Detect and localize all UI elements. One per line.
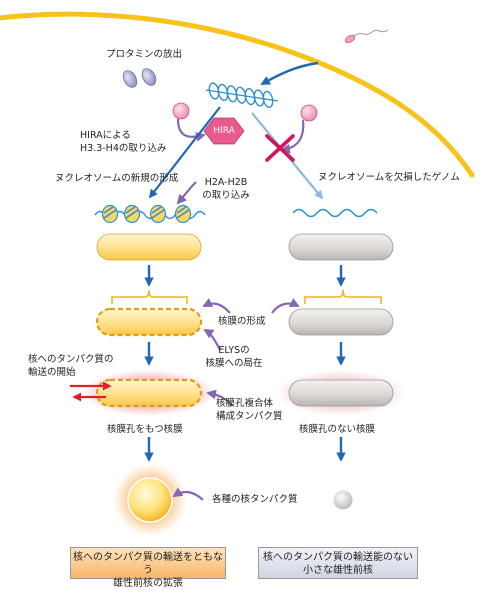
pronucleus-left-3 bbox=[95, 378, 203, 408]
hira-incorporation-arrow bbox=[176, 118, 206, 142]
elys-arrow bbox=[203, 328, 221, 351]
fertilization-arrow bbox=[260, 61, 319, 86]
pronucleus-right-3 bbox=[288, 379, 394, 407]
naked-dna-strand bbox=[292, 208, 378, 218]
chromatin-loop bbox=[262, 90, 274, 108]
chromatin-coil bbox=[205, 82, 279, 108]
label-hira-incorporation: HIRAによる H3.3-H4の取り込み bbox=[80, 130, 167, 154]
egg-membrane bbox=[0, 11, 475, 178]
histone-spheres-icon bbox=[172, 102, 318, 122]
envelope-bracket-right bbox=[304, 289, 382, 304]
pronucleus-left-1 bbox=[96, 233, 202, 261]
nucleosome-icon bbox=[94, 204, 206, 224]
outcome-expanded-box: 核へのタンパク質の輸送をともなう 雄性前核の拡張 bbox=[70, 547, 226, 589]
label-envelope-formation: 核膜の形成 bbox=[218, 316, 266, 327]
label-nucleosome-deficient: ヌクレオソームを欠損したゲノム bbox=[318, 172, 460, 183]
protamine-icon bbox=[122, 68, 157, 88]
envelope-bracket-left bbox=[111, 289, 188, 304]
blocked-arrow bbox=[280, 119, 305, 154]
label-without-pores: 核膜孔のない核膜 bbox=[299, 424, 376, 435]
label-elys: ELYSの 核膜への局在 bbox=[205, 345, 263, 369]
label-h2a-h2b: H2A-H2B の取り込み bbox=[202, 177, 250, 201]
npc-protein-arrow bbox=[206, 389, 233, 407]
pronucleus-right-2 bbox=[288, 308, 394, 336]
import-arrows bbox=[70, 381, 112, 402]
label-with-pores: 核膜孔をもつ核膜 bbox=[107, 424, 183, 435]
envelope-formation-arrow-left bbox=[202, 298, 231, 314]
label-nuclear-proteins: 各種の核タンパク質 bbox=[212, 494, 298, 505]
expanded-pronucleus bbox=[127, 477, 173, 523]
cross-mark-icon bbox=[265, 134, 295, 162]
small-pronucleus bbox=[332, 489, 354, 511]
left-path-arrow bbox=[148, 106, 221, 199]
pronucleus-right-1 bbox=[288, 233, 394, 261]
label-protamine-release: プロタミンの放出 bbox=[106, 49, 183, 60]
h2a-h2b-arrow bbox=[176, 181, 197, 205]
nuclear-protein-arrow bbox=[172, 487, 204, 501]
label-transport-start: 核へのタンパク質の 輸送の開始 bbox=[28, 354, 114, 378]
hira-hexagon bbox=[203, 117, 245, 145]
sperm-icon bbox=[344, 29, 389, 44]
label-hira: HIRA bbox=[213, 126, 235, 136]
label-npc-proteins: 核膜孔複合体 構成タンパク質 bbox=[216, 398, 283, 422]
envelope-formation-arrow-right bbox=[271, 298, 300, 314]
label-new-nucleosome: ヌクレオソームの新規の形成 bbox=[55, 173, 179, 184]
pronucleus-left-2 bbox=[95, 307, 203, 337]
outcome-small-box: 核へのタンパク質の輸送能のない 小さな雄性前核 bbox=[258, 547, 418, 579]
